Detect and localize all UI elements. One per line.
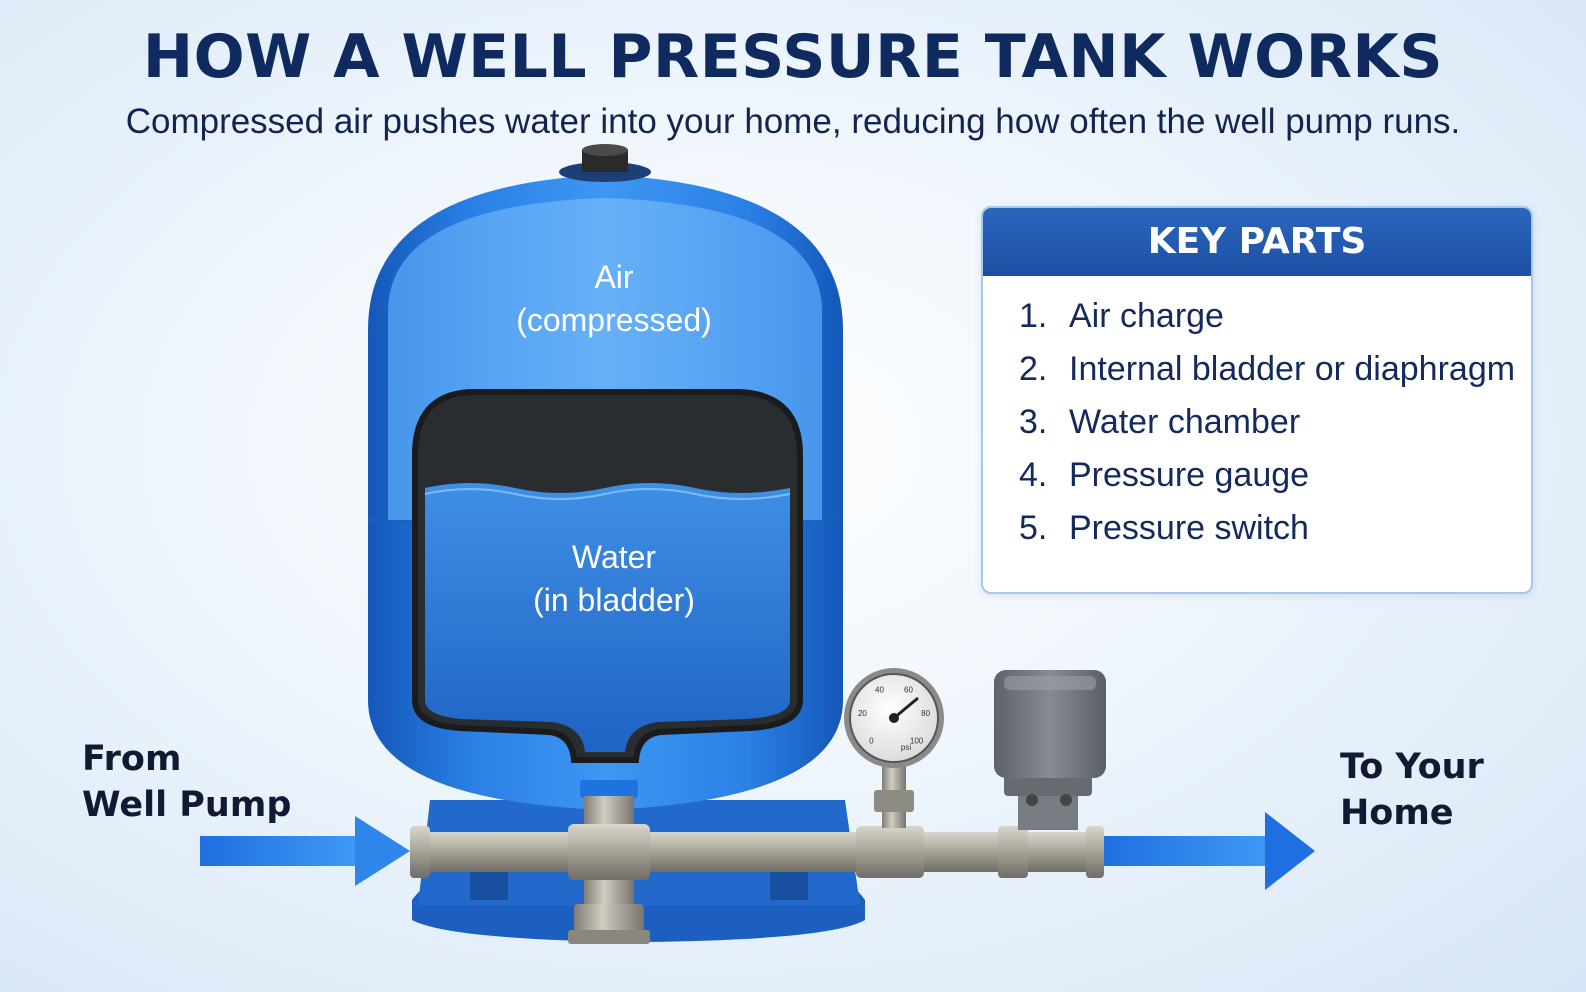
key-part-item: 5. Pressure switch — [1019, 502, 1531, 555]
gauge-tick-label: 20 — [858, 709, 867, 718]
key-parts-panel: KEY PARTS 1. Air charge 2. Internal bladder… — [981, 206, 1533, 594]
key-part-item: 3. Water chamber — [1019, 396, 1531, 449]
key-part-label: Internal bladder or diaphragm — [1069, 350, 1516, 388]
key-part-label: Air charge — [1069, 297, 1224, 335]
outflow-arrow — [1100, 812, 1315, 890]
key-part-number: 2. — [1019, 350, 1048, 388]
key-part-label: Pressure gauge — [1069, 456, 1310, 494]
inflow-label: From Well Pump — [82, 736, 291, 828]
key-part-item: 2. Internal bladder or diaphragm — [1019, 343, 1531, 396]
inflow-label-line2: Well Pump — [82, 785, 292, 825]
water-chamber — [425, 483, 790, 752]
page-title: HOW A WELL PRESSURE TANK WORKS — [142, 22, 1444, 92]
water-label-line1: Water — [572, 539, 657, 575]
pressure-switch — [994, 670, 1106, 830]
key-parts-list: 1. Air charge 2. Internal bladder or diaphr… — [983, 276, 1531, 555]
gauge-tick-label: 40 — [875, 686, 884, 695]
tank-top-cap — [559, 144, 651, 182]
key-part-item: 1. Air charge — [1019, 290, 1531, 343]
outlet-collar — [580, 780, 638, 798]
gauge-needle — [893, 696, 919, 720]
gauge-tick-label: 100 — [910, 737, 924, 746]
key-part-number: 5. — [1019, 509, 1048, 547]
outflow-label-line1: To Your — [1340, 747, 1484, 787]
water-surface — [424, 488, 791, 500]
gauge-tick-label: 0 — [869, 737, 874, 746]
key-part-item: 4. Pressure gauge — [1019, 449, 1531, 502]
gauge-tick-label: 60 — [904, 686, 913, 695]
inflow-arrow — [200, 816, 410, 886]
gauge-unit: psi — [901, 743, 911, 752]
gauge-tick-labels: 0 20 40 60 80 100 — [858, 686, 931, 746]
main-pipe — [410, 824, 1104, 880]
inflow-label-line1: From — [82, 739, 182, 779]
key-parts-title: KEY PARTS — [983, 208, 1531, 276]
page-subtitle: Compressed air pushes water into your ho… — [125, 102, 1461, 141]
air-label-line2: (compressed) — [516, 302, 712, 338]
key-part-number: 3. — [1019, 403, 1048, 441]
water-label-line2: (in bladder) — [533, 582, 695, 618]
outflow-label: To Your Home — [1340, 744, 1484, 836]
key-part-label: Pressure switch — [1069, 509, 1309, 547]
key-part-number: 1. — [1019, 297, 1048, 335]
key-part-label: Water chamber — [1069, 403, 1301, 441]
pressure-gauge: 0 20 40 60 80 100 psi — [844, 668, 944, 768]
key-part-number: 4. — [1019, 456, 1048, 494]
air-label-line1: Air — [594, 259, 633, 295]
gauge-tick-label: 80 — [921, 709, 930, 718]
outflow-label-line2: Home — [1340, 793, 1454, 833]
gauge-stem — [874, 760, 914, 828]
